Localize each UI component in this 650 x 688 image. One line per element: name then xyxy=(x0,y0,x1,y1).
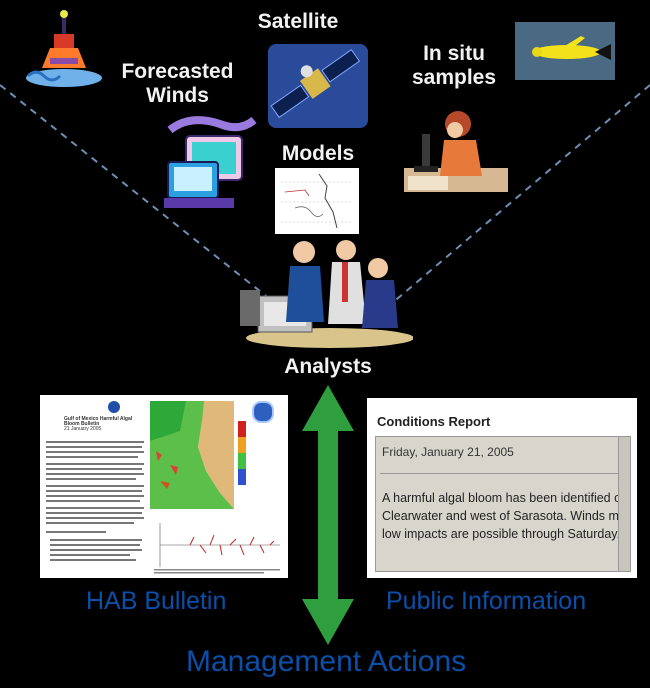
public-information-label: Public Information xyxy=(386,587,587,615)
bulletin-title-line2: Bloom Bulletin xyxy=(64,421,100,427)
underwater-glider-icon xyxy=(515,22,615,80)
report-text-line1: A harmful algal bloom has been identifie… xyxy=(382,491,630,505)
in-situ-label-line1: In situ xyxy=(423,42,485,65)
analysts-label: Analysts xyxy=(284,355,372,378)
in-situ-samples-label: In situ samples xyxy=(398,42,510,90)
bulletin-colorbar xyxy=(238,421,246,485)
models-label: Models xyxy=(281,142,355,165)
report-scrollbar[interactable] xyxy=(618,437,630,571)
report-text-line2: Clearwater and west of Sarasota. Winds m… xyxy=(382,509,630,523)
hab-bulletin-document: Gulf of Mexico Harmful Algal Bloom Bulle… xyxy=(40,395,288,578)
report-title: Conditions Report xyxy=(377,414,491,429)
conditions-report-window: Conditions Report Friday, January 21, 20… xyxy=(367,398,637,578)
noaa-logo xyxy=(108,401,120,413)
report-divider xyxy=(380,473,620,474)
report-date: Friday, January 21, 2005 xyxy=(382,445,514,459)
report-text: A harmful algal bloom has been identifie… xyxy=(382,489,630,543)
bulletin-satellite-map xyxy=(150,401,234,509)
satellite-icon xyxy=(268,44,368,128)
forecasted-winds-label-line2: Winds xyxy=(146,84,209,107)
in-situ-microscope-icon xyxy=(404,111,508,192)
double-headed-arrow xyxy=(302,385,354,645)
analysts-group-icon xyxy=(240,240,413,348)
bulletin-text-block xyxy=(46,441,144,561)
forecasted-winds-label-line1: Forecasted xyxy=(121,60,234,83)
hab-bulletin-label: HAB Bulletin xyxy=(86,587,227,615)
report-panel: Friday, January 21, 2005 A harmful algal… xyxy=(375,436,631,572)
forecasted-winds-label: Forecasted Winds xyxy=(100,60,255,108)
in-situ-label-line2: samples xyxy=(411,66,497,89)
report-text-line3: low impacts are possible through Saturda… xyxy=(382,527,630,541)
management-actions-label: Management Actions xyxy=(186,645,467,678)
bulletin-date: 21 January 2005 xyxy=(64,426,102,432)
bulletin-title: Gulf of Mexico Harmful Algal Bloom Bulle… xyxy=(64,417,144,432)
buoy-icon xyxy=(26,10,102,87)
bulletin-noaa-badge xyxy=(252,401,274,423)
bulletin-title-line1: Gulf of Mexico Harmful Algal xyxy=(64,416,133,422)
satellite-label: Satellite xyxy=(257,10,339,33)
bulletin-wind-plot xyxy=(150,515,284,575)
forecasted-winds-computer-icon xyxy=(164,116,257,208)
models-map-image xyxy=(275,168,359,234)
